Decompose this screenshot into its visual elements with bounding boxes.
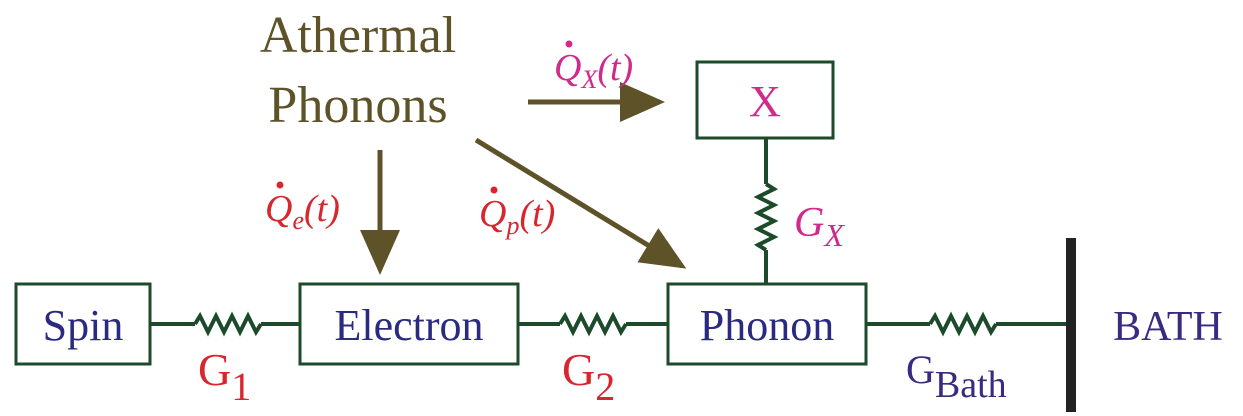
gbath-base: G	[906, 347, 935, 392]
gbath-label: GBath	[906, 347, 1007, 406]
source-line2: Phonons	[268, 77, 447, 134]
g1-label: G1	[198, 344, 251, 409]
electron-box	[298, 282, 520, 366]
qx-dot	[565, 40, 573, 48]
node-boxes	[14, 60, 868, 366]
qp-base: Q	[479, 193, 506, 235]
qp-arg: (t)	[519, 193, 555, 235]
qe-base: Q	[265, 188, 292, 230]
qx-base: Q	[554, 47, 581, 89]
source-line1: Athermal	[260, 7, 456, 64]
qx-label: QX(t)	[554, 40, 633, 94]
g1-base: G	[198, 344, 231, 395]
resistor-g2	[558, 311, 628, 337]
qe-label: Qe(t)	[265, 181, 340, 235]
bath-label: BATH	[1113, 304, 1223, 350]
x-label: X	[749, 77, 781, 126]
resistor-gx	[753, 182, 779, 252]
qp-dot	[490, 186, 498, 194]
qe-sub: e	[292, 206, 304, 235]
wires	[150, 138, 1070, 337]
spin-box	[14, 282, 152, 366]
resistor-gbath	[928, 311, 998, 337]
svg-text:Qe(t): Qe(t)	[265, 188, 340, 235]
bath-bar	[1066, 238, 1076, 412]
svg-text:QX(t): QX(t)	[554, 47, 633, 94]
qe-arg: (t)	[304, 188, 340, 230]
qx-arg: (t)	[597, 47, 633, 89]
qe-dot	[276, 181, 284, 189]
g2-label: G2	[562, 344, 615, 409]
gx-base: G	[794, 200, 824, 246]
g2-base: G	[562, 344, 595, 395]
gx-label: GX	[794, 200, 845, 253]
g1-sub: 1	[231, 364, 251, 409]
x-box	[695, 60, 835, 140]
g2-sub: 2	[595, 364, 615, 409]
electron-label: Electron	[334, 301, 483, 350]
arrow-to-phonon	[474, 137, 687, 269]
phonon-box	[666, 282, 868, 366]
gx-sub: X	[822, 217, 845, 253]
qp-label: Qp(t)	[479, 186, 555, 240]
resistor-g1	[193, 311, 263, 337]
qx-sub: X	[580, 65, 598, 94]
svg-text:Qp(t): Qp(t)	[479, 193, 555, 240]
heat-arrows	[360, 82, 687, 275]
gbath-sub: Bath	[935, 364, 1007, 406]
spin-label: Spin	[43, 301, 124, 350]
phonon-label: Phonon	[700, 301, 834, 350]
qp-sub: p	[504, 211, 519, 240]
